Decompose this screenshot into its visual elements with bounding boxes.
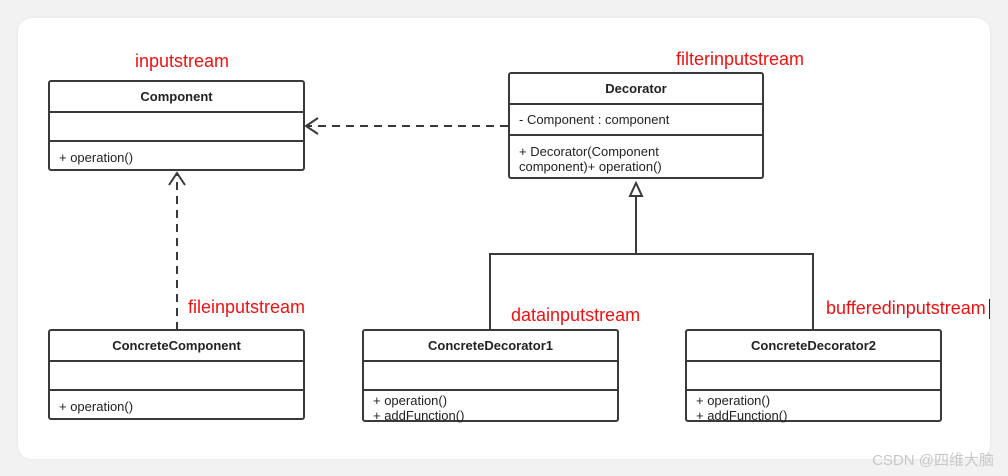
label-inputstream: inputstream — [135, 51, 230, 71]
concretedecorator2-class[interactable]: ConcreteDecorator2 + operation() + addFu… — [685, 329, 942, 423]
label-datainputstream: datainputstream — [511, 305, 641, 325]
concretedecorator2-class-name: ConcreteDecorator2 — [687, 331, 940, 362]
watermark: CSDN @四维大脑 — [872, 452, 994, 469]
concretedecorator2-operation-1: + operation() — [696, 393, 771, 408]
concretecomponent-attributes — [50, 362, 303, 391]
component-class-name: Component — [50, 82, 303, 113]
dependency-arrowhead-component — [304, 117, 319, 135]
label-bufferedinputstream: bufferedinputstream — [826, 298, 986, 318]
concretedecorator1-operations: + operation() + addFunction() — [364, 391, 617, 423]
text-cursor — [989, 299, 990, 319]
decorator-operation-line2: component)+ operation() — [519, 159, 662, 174]
component-operation: + operation() — [59, 150, 134, 165]
concretedecorator1-operation-2: + addFunction() — [373, 408, 465, 423]
concretedecorator2-operation-2: + addFunction() — [696, 408, 788, 423]
concretedecorator1-class[interactable]: ConcreteDecorator1 + operation() + addFu… — [362, 329, 619, 423]
component-operations: + operation() — [50, 142, 303, 165]
generalization-branch — [489, 253, 814, 330]
concretedecorator1-operation-1: + operation() — [373, 393, 448, 408]
generalization-triangle — [628, 180, 644, 197]
decorator-class[interactable]: Decorator - Component : component + Deco… — [508, 72, 764, 179]
concretedecorator2-operations: + operation() + addFunction() — [687, 391, 940, 423]
decorator-class-name: Decorator — [510, 74, 762, 105]
component-class[interactable]: Component + operation() — [48, 80, 305, 171]
concretedecorator1-class-name: ConcreteDecorator1 — [364, 331, 617, 362]
concretedecorator2-attributes — [687, 362, 940, 391]
label-filterinputstream: filterinputstream — [676, 49, 805, 69]
label-fileinputstream: fileinputstream — [188, 297, 306, 317]
dependency-arrowhead-up — [168, 171, 186, 186]
concretecomponent-class[interactable]: ConcreteComponent + operation() — [48, 329, 305, 420]
decorator-attribute: - Component : component — [510, 105, 762, 136]
concretecomponent-class-name: ConcreteComponent — [50, 331, 303, 362]
concretecomponent-operations: + operation() — [50, 391, 303, 414]
decorator-operation-line1: + Decorator(Component — [519, 144, 659, 159]
component-attributes — [50, 113, 303, 142]
concretedecorator1-attributes — [364, 362, 617, 391]
decorator-operations: + Decorator(Component component)+ operat… — [510, 136, 762, 174]
concretecomponent-operation: + operation() — [59, 399, 134, 414]
